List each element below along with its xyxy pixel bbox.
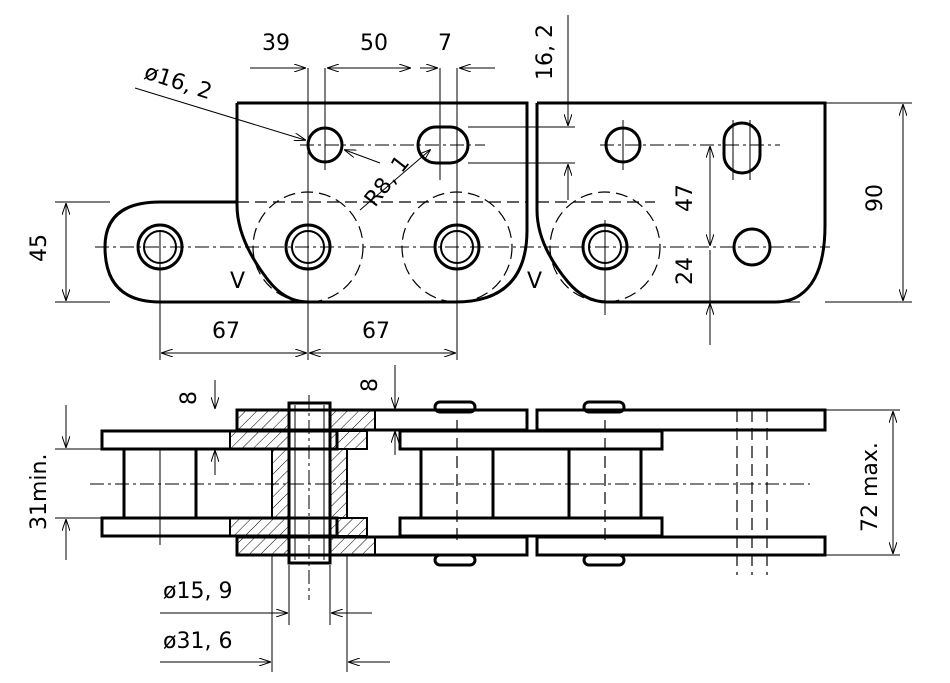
dim-67-b: 67 [362,319,390,344]
dim-50: 50 [360,31,388,56]
dim-7: 7 [438,31,452,56]
top-view: 39 50 7 16, 2 ø16, 2 R8, 1 45 47 24 [27,15,912,360]
dim-r-8-1: R8, 1 [360,151,415,212]
dim-8-left: 8 [177,391,202,405]
dim-67-a: 67 [212,319,240,344]
dim-dia-15-9: ø15, 9 [163,579,232,604]
dim-dia-31-6: ø31, 6 [163,629,232,654]
dim-39: 39 [262,31,290,56]
mark-v-2: V [527,269,542,294]
dim-90: 90 [863,184,888,212]
dim-24: 24 [673,257,698,285]
dim-31-min: 31min. [27,454,52,530]
pin-holes [136,223,772,271]
dim-8-right: 8 [358,378,383,392]
attachment-hole [306,126,344,164]
dim-16-2: 16, 2 [533,24,558,80]
mark-v-1: V [230,269,245,294]
slot-hole [416,125,470,165]
inner-link-left [103,200,308,304]
dim-47: 47 [673,184,698,212]
dim-45: 45 [27,234,52,262]
dim-72-max: 72 max. [858,442,883,532]
section-view: 8 8 31min. 72 max. ø15, 9 ø31, 6 [27,365,900,672]
dim-dia-16-2: ø16, 2 [141,60,215,105]
